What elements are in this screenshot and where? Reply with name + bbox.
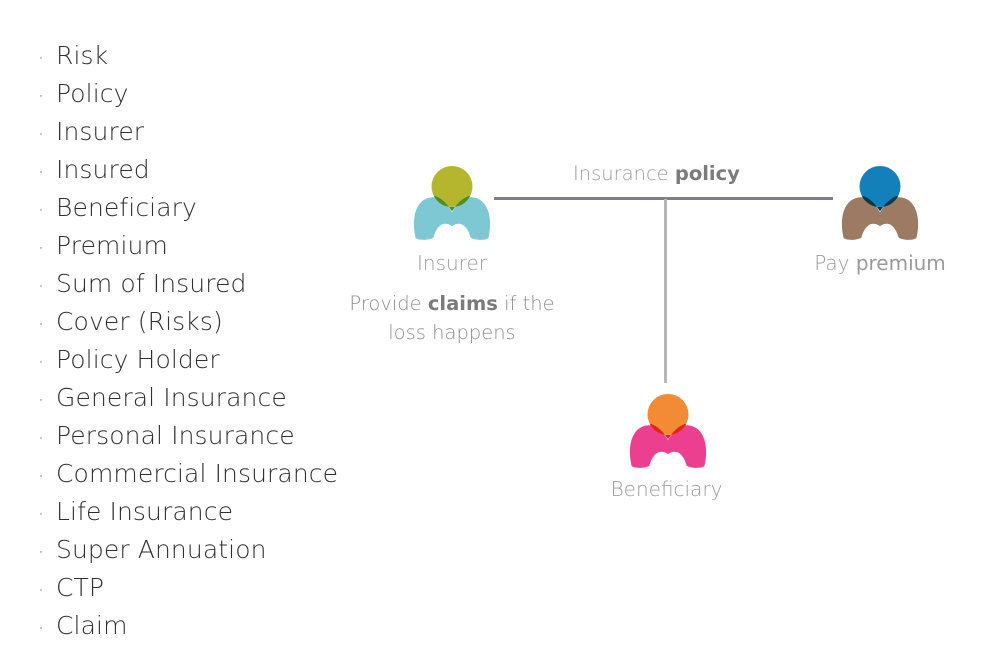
bullet-glyph: · — [38, 427, 45, 449]
list-item-label: Insurer — [56, 117, 145, 146]
bullet-glyph: · — [38, 47, 45, 69]
list-item: · Personal Insurance — [38, 418, 398, 456]
insurer-label: Insurer — [417, 251, 487, 275]
insurer-description-suffix: if the loss happens — [388, 292, 555, 344]
bullet-glyph: · — [38, 465, 45, 487]
bullet-glyph: · — [38, 389, 45, 411]
list-item: · General Insurance — [38, 380, 398, 418]
list-item: · Beneficiary — [38, 190, 398, 228]
list-item: · Super Annuation — [38, 532, 398, 570]
list-item: · CTP — [38, 570, 398, 608]
bullet-glyph: · — [38, 313, 45, 335]
list-item-label: Personal Insurance — [56, 421, 295, 450]
beneficiary-label: Beneficiary — [610, 477, 723, 501]
list-item: · Sum of Insured — [38, 266, 398, 304]
insurer-description-prefix: Provide — [349, 292, 428, 315]
edge-label-bold: policy — [674, 162, 740, 185]
list-item: · Commercial Insurance — [38, 456, 398, 494]
bullet-glyph: · — [38, 579, 45, 601]
list-item: · Insurer — [38, 114, 398, 152]
list-item-label: Policy Holder — [56, 345, 220, 374]
list-item-label: Life Insurance — [56, 497, 234, 526]
insurer-description-bold: claims — [427, 292, 498, 315]
list-item-label: Cover (Risks) — [56, 307, 223, 336]
list-item-label: Insured — [56, 155, 150, 184]
bullet-glyph: · — [38, 237, 45, 259]
list-item-label: Super Annuation — [56, 535, 267, 564]
list-item: · Life Insurance — [38, 494, 398, 532]
list-item: · Policy — [38, 76, 398, 114]
bullet-glyph: · — [38, 123, 45, 145]
list-item: · Risk — [38, 38, 398, 76]
list-item: · Insured — [38, 152, 398, 190]
bullet-glyph: · — [38, 161, 45, 183]
list-item-label: Beneficiary — [56, 193, 197, 222]
edge-label-prefix: Insurance — [573, 162, 675, 185]
list-item-label: Risk — [56, 41, 109, 70]
bullet-glyph: · — [38, 351, 45, 373]
payer-label-prefix: Pay — [814, 251, 856, 275]
bullet-glyph: · — [38, 85, 45, 107]
bullet-glyph: · — [38, 199, 45, 221]
list-item-label: Sum of Insured — [56, 269, 247, 298]
list-item-label: General Insurance — [56, 383, 287, 412]
insurer-person-icon — [412, 166, 492, 240]
edge-insurer-to-payer — [494, 197, 833, 200]
bullet-glyph: · — [38, 275, 45, 297]
bullet-glyph: · — [38, 617, 45, 639]
insurer-description: Provide claims if the loss happens — [348, 289, 556, 347]
list-item-label: Policy — [56, 79, 129, 108]
beneficiary-person-icon — [628, 394, 708, 468]
list-item-label: Premium — [56, 231, 168, 260]
list-item: · Claim — [38, 608, 398, 646]
insurance-terms-list: · Risk · Policy · Insurer · Insured · Benefic… — [38, 38, 398, 646]
list-item: · Premium — [38, 228, 398, 266]
list-item-label: CTP — [56, 573, 105, 602]
bullet-glyph: · — [38, 503, 45, 525]
list-item-label: Claim — [56, 611, 128, 640]
list-item: · Cover (Risks) — [38, 304, 398, 342]
payer-label: Pay premium — [788, 251, 972, 275]
edge-branch-to-beneficiary — [664, 199, 667, 383]
payer-person-icon — [840, 166, 920, 240]
edge-label-insurance-policy: Insurance policy — [573, 162, 740, 185]
bullet-glyph: · — [38, 541, 45, 563]
list-item-label: Commercial Insurance — [56, 459, 339, 488]
list-item: · Policy Holder — [38, 342, 398, 380]
payer-label-bold: premium — [855, 251, 946, 275]
